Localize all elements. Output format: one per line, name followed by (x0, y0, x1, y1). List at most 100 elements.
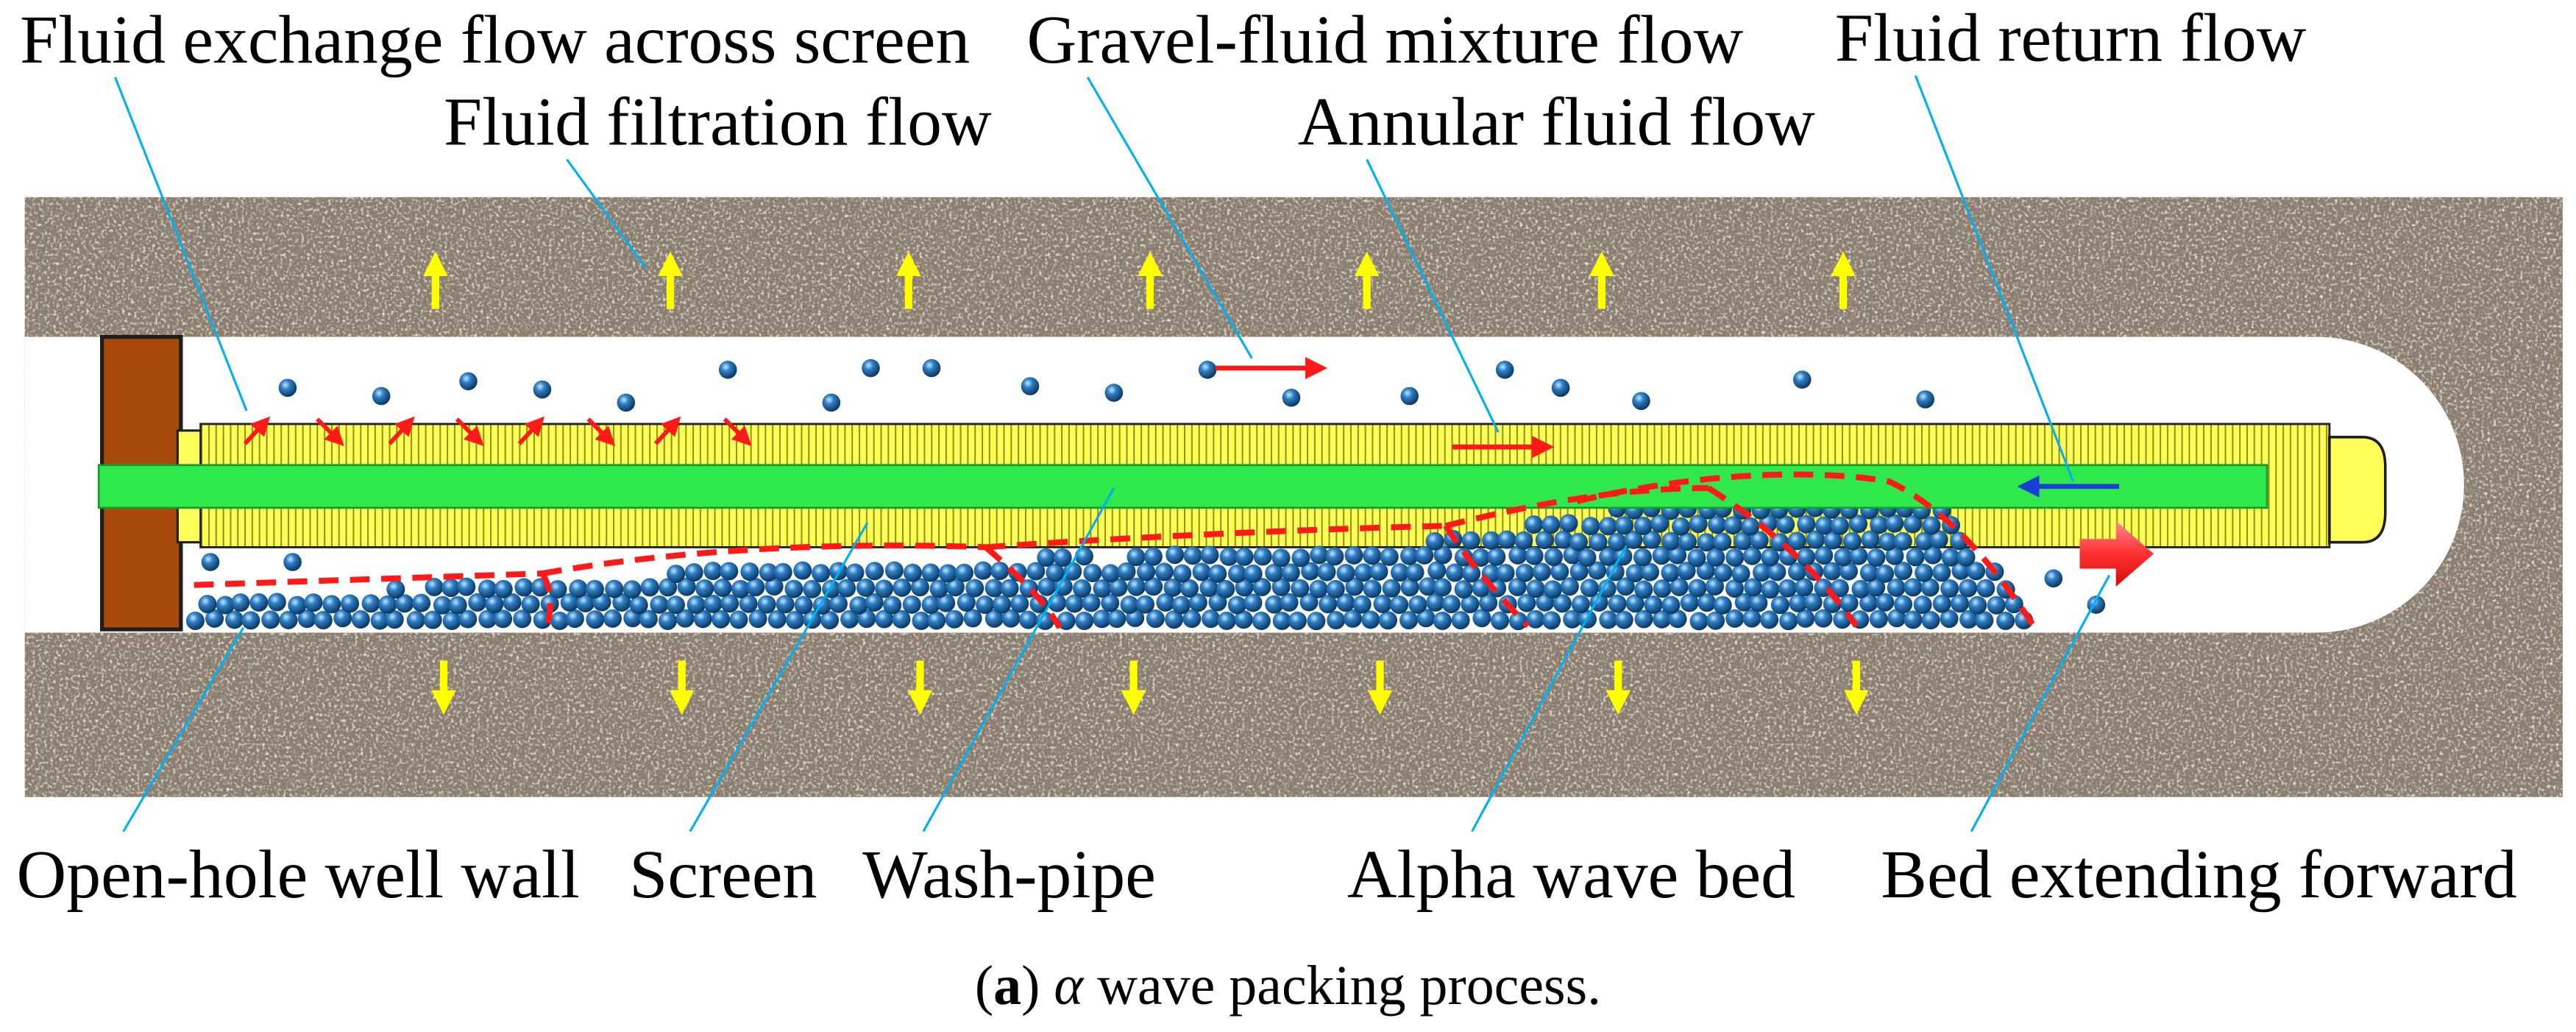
filtration-arrow-up (1831, 251, 1856, 309)
gravel-particle (845, 563, 865, 582)
suspended-gravel-particle (459, 372, 478, 391)
gravel-particle (1073, 579, 1092, 598)
gravel-particle (1543, 580, 1562, 599)
gravel-particle (945, 609, 964, 629)
gravel-particle (622, 580, 642, 599)
leader-line-alpha-wave-bed (1471, 545, 1628, 833)
gravel-particle (1165, 610, 1184, 629)
gravel-particle (1526, 609, 1545, 629)
gravel-particle (485, 595, 504, 614)
label-screen: Screen (629, 836, 817, 913)
gravel-particle (1625, 594, 1644, 613)
gravel-particle (2004, 595, 2023, 614)
gravel-particle (1706, 548, 1725, 567)
gravel-particle (1661, 563, 1680, 582)
gravel-particle (1252, 611, 1271, 630)
gravel-particle (1336, 563, 1355, 582)
gravel-particle (412, 593, 431, 612)
leader-line-fluid-return (1914, 75, 2075, 482)
gravel-particle (386, 580, 405, 599)
gravel-particle (1767, 562, 1786, 582)
label-bed-extending-forward: Bed extending forward (1881, 836, 2516, 913)
gravel-particle (1299, 593, 1319, 612)
gravel-particle (494, 609, 513, 629)
gravel-particle (261, 610, 280, 629)
gravel-particle (1554, 530, 1573, 549)
gravel-particle (757, 595, 776, 614)
gravel-particle (441, 579, 461, 598)
gravel-particle (703, 594, 723, 613)
gravel-particle (288, 595, 307, 615)
gravel-particle (1588, 561, 1607, 580)
gravel-particle (856, 578, 876, 597)
gravel-particle (1750, 531, 1769, 550)
gravel-particle (1271, 548, 1291, 568)
gravel-particle (990, 562, 1010, 581)
gravel-particle (1689, 612, 1709, 631)
filtration-arrow-up (658, 251, 683, 309)
gravel-particle (1433, 611, 1452, 630)
gravel-particle (1291, 548, 1310, 568)
gravel-particle (1713, 595, 1732, 615)
leader-line-bed-extending (1970, 574, 2111, 833)
gravel-particle (1806, 530, 1825, 549)
gravel-particle (351, 609, 370, 629)
gravel-particle (1208, 564, 1227, 583)
gravel-particle (361, 594, 380, 613)
gravel-particle (1861, 530, 1880, 549)
gravel-particle (820, 611, 840, 630)
gravel-particle (1677, 562, 1696, 581)
suspended-gravel (201, 358, 2106, 614)
gravel-particle (773, 562, 792, 582)
gravel-particle (1723, 516, 1742, 535)
label-open-hole-well-wall: Open-hole well wall (17, 836, 580, 913)
bed-top-2 (542, 542, 986, 577)
gravel-particle (1065, 594, 1084, 613)
gravel-particle (1641, 562, 1660, 582)
gravel-particle (639, 609, 658, 629)
gravel-particle (1101, 593, 1120, 612)
label-fluid-exchange-flow: Fluid exchange flow across screen (20, 1, 970, 78)
gravel-particle (1887, 578, 1906, 597)
gravel-particle (1405, 563, 1424, 582)
gravel-particle (1454, 580, 1473, 599)
suspended-gravel-particle (533, 380, 552, 399)
gravel-particle (1903, 578, 1923, 597)
gravel-particle (458, 609, 478, 629)
gravel-particle (1154, 562, 1174, 582)
gravel-particle (1146, 609, 1165, 629)
gravel-particle (569, 579, 588, 598)
gravel-particle (1650, 514, 1670, 533)
gravel-particle (1614, 610, 1633, 629)
gravel-particle (984, 609, 1004, 628)
gravel-particle (1869, 609, 1888, 629)
gravel-particle (1497, 530, 1516, 549)
gravel-particle (1634, 580, 1653, 599)
gravel-particle (513, 609, 532, 629)
filtration-arrow-up (896, 251, 921, 309)
gravel-particle (1894, 595, 1913, 614)
gravel-particle (425, 577, 444, 596)
suspended-gravel-particle (1400, 386, 1419, 406)
gravel-particle (1544, 548, 1563, 567)
gravel-particle (241, 611, 260, 630)
gravel-particle (746, 578, 765, 597)
gravel-particle (1046, 563, 1065, 582)
gravel-particle (957, 593, 976, 612)
gravel-particle (341, 594, 360, 613)
gravel-particle (612, 593, 631, 612)
gravel-particle (1344, 545, 1363, 565)
label-alpha-wave-bed: Alpha wave bed (1347, 836, 1795, 913)
caption-close: ) (1021, 955, 1040, 1017)
gravel-particle (1661, 595, 1681, 615)
gravel-particle (1778, 579, 1798, 598)
gravel-particle (322, 595, 341, 614)
gravel-particle (1380, 547, 1399, 566)
gravel-particle (1803, 593, 1823, 612)
gravel-particle (478, 579, 497, 598)
gravel-particle (1235, 547, 1254, 566)
exchange-arrow (517, 416, 545, 445)
gravel-particle (1921, 611, 1940, 630)
gravel-particle (1217, 611, 1236, 630)
gravel-particle (1913, 595, 1932, 615)
